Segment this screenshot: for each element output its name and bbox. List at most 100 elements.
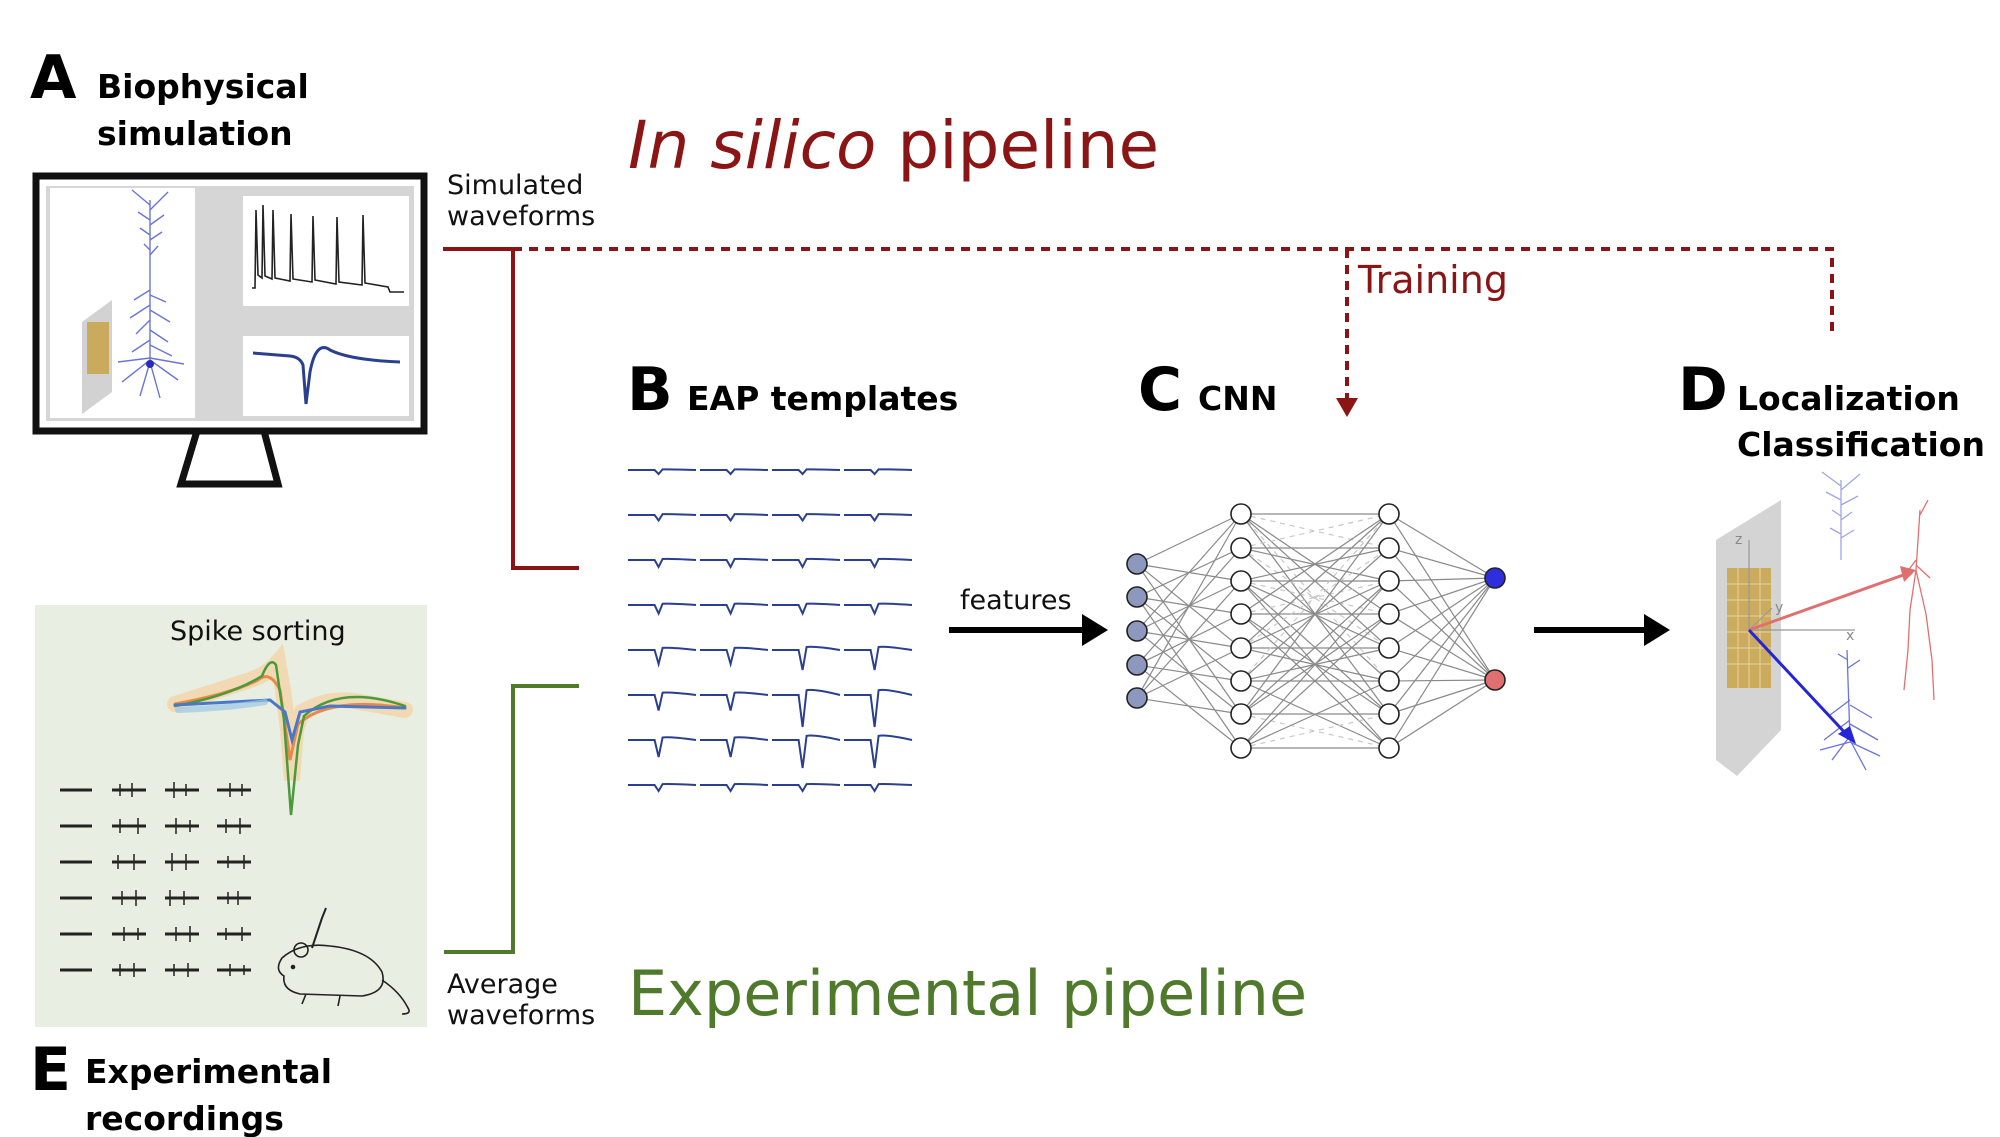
cnn-edge: [1136, 647, 1242, 699]
cnn-edge: [1388, 580, 1496, 681]
mouse-icon: [277, 907, 410, 1015]
eap-waveform: [628, 602, 697, 616]
cnn-output-node-blue: [1484, 567, 1506, 589]
eap-waveform: [700, 736, 769, 758]
neuron-blue-bottom: [1819, 649, 1881, 771]
cnn-edge: [1388, 513, 1496, 681]
cnn-edge: [1388, 513, 1496, 579]
panel-d-title-line2: Classification: [1737, 425, 1985, 464]
cnn-edge: [1388, 547, 1496, 681]
eap-waveform: [700, 513, 769, 523]
cnn-hidden-node: [1230, 670, 1252, 692]
simulated-label-line2: waveforms: [447, 201, 595, 232]
axis-y-letter: y: [1775, 600, 1783, 616]
cnn-edge: [1388, 613, 1496, 681]
neuron-panel: [50, 188, 195, 418]
cnn-edge: [1136, 513, 1242, 699]
recording-panel: [35, 605, 427, 1027]
eap-waveform: [700, 691, 769, 711]
average-label-line1: Average: [447, 969, 558, 1000]
cnn-edge: [1240, 580, 1390, 715]
cnn-edge: [1240, 580, 1390, 749]
cnn-edge: [1388, 679, 1496, 682]
axis-z-letter: z: [1735, 532, 1742, 548]
in-silico-pipeline-title: In silico pipeline: [628, 107, 1159, 184]
spike-train-trace: [252, 204, 404, 293]
raw-trace-spikes: [117, 782, 245, 977]
cnn-edge: [1388, 577, 1496, 682]
cnn-hidden-node: [1230, 637, 1252, 659]
panel-b-letter: B: [627, 355, 673, 425]
eap-waveform: [844, 602, 913, 616]
training-label: Training: [1357, 258, 1508, 302]
eap-waveform: [628, 513, 697, 523]
eap-waveform: [700, 468, 769, 476]
cnn-input-node: [1126, 553, 1148, 575]
cnn-hidden-node: [1230, 737, 1252, 759]
panel-b: B EAP templates: [627, 355, 958, 793]
eap-waveform: [700, 646, 769, 668]
eap-waveform: [772, 783, 841, 793]
eap-waveform: [844, 734, 913, 769]
experimental-pipeline-title: Experimental pipeline: [628, 957, 1307, 1030]
eap-waveform: [628, 468, 697, 476]
cnn-hidden-node: [1378, 503, 1400, 525]
cnn-edge: [1388, 577, 1496, 715]
cnn-edge: [1136, 580, 1242, 699]
panel-d-title-line1: Localization: [1737, 379, 1960, 418]
cnn-edge: [1240, 513, 1390, 715]
panel-e-title-line2: recordings: [85, 1099, 284, 1137]
simulated-waveform-trace: [252, 346, 401, 405]
eap-waveform: [772, 557, 841, 570]
eap-waveform: [844, 645, 913, 671]
spike-train-panel: [243, 196, 409, 306]
cnn-hidden-node: [1378, 570, 1400, 592]
panel-a-letter: A: [30, 43, 77, 113]
average-label-line2: waveforms: [447, 1000, 595, 1031]
eap-waveform: [628, 783, 697, 793]
cnn-hidden-node: [1230, 570, 1252, 592]
cnn-edge: [1388, 679, 1496, 749]
cnn-hidden-node: [1230, 703, 1252, 725]
eap-waveform: [772, 645, 841, 671]
eap-waveform: [844, 468, 913, 476]
neuron-red: [1903, 499, 1935, 701]
eap-waveform: [700, 602, 769, 616]
cnn-input-node: [1126, 620, 1148, 642]
panel-e-letter: E: [30, 1035, 71, 1105]
cnn-input-node: [1126, 687, 1148, 709]
panel-c: C CNN: [1126, 355, 1506, 759]
cnn-edge: [1240, 613, 1390, 749]
cnn-hidden-node: [1378, 737, 1400, 759]
in-silico-italic: In silico: [628, 107, 876, 184]
eap-waveform: [628, 646, 697, 668]
cnn-input-node: [1126, 586, 1148, 608]
eap-waveform: [772, 602, 841, 616]
cnn-hidden-node: [1378, 537, 1400, 559]
eap-waveform: [772, 734, 841, 769]
features-label: features: [960, 585, 1072, 616]
cnn-edge: [1388, 577, 1496, 649]
eap-waveform: [628, 736, 697, 758]
probe-shank-a: [82, 300, 112, 414]
cnn-edge: [1388, 679, 1496, 715]
in-silico-connector: [443, 247, 1834, 570]
panel-b-title: EAP templates: [687, 379, 958, 418]
cnn-edge: [1388, 577, 1496, 582]
cnn-edge: [1388, 547, 1496, 579]
panel-d: D Localization Classification z y x: [1678, 355, 1985, 776]
cnn-hidden-node: [1378, 637, 1400, 659]
eap-waveform: [844, 783, 913, 793]
experimental-connector: [444, 684, 579, 954]
location-vector-red: [1748, 566, 1916, 632]
cnn-input-node: [1126, 654, 1148, 676]
eap-waveform: [700, 557, 769, 570]
cnn-connections: [1136, 513, 1496, 749]
cnn-hidden-node: [1378, 670, 1400, 692]
eap-waveform: [700, 783, 769, 793]
spike-sorting-label: Spike sorting: [170, 616, 346, 647]
eap-waveform: [772, 688, 841, 728]
eap-waveform: [772, 468, 841, 476]
panel-e: Spike sorting: [30, 605, 427, 1137]
